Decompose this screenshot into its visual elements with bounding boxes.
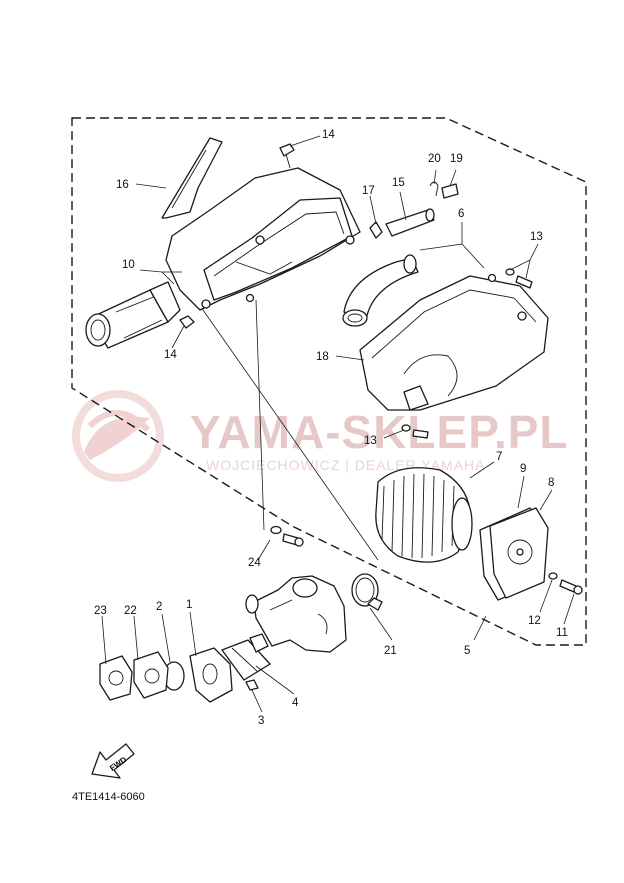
callout-6: 6 xyxy=(458,208,464,220)
hose-clip-17 xyxy=(369,221,383,239)
clip-20 xyxy=(429,181,439,197)
assembly-boundary xyxy=(71,117,587,646)
callout-13-top: 13 xyxy=(530,231,543,243)
hose-clamp-21 xyxy=(351,573,383,611)
screw-13-lower xyxy=(401,424,429,439)
leader-lines xyxy=(101,135,575,713)
filter-cover-8 xyxy=(489,507,549,599)
callout-22: 22 xyxy=(124,605,137,617)
bolt-24 xyxy=(270,525,304,547)
callout-15: 15 xyxy=(392,177,405,189)
callout-1: 1 xyxy=(186,599,192,611)
insulator-22 xyxy=(133,651,169,699)
callout-7: 7 xyxy=(496,451,502,463)
drain-plug-19 xyxy=(441,183,459,199)
callout-16: 16 xyxy=(116,179,129,191)
callout-12: 12 xyxy=(528,615,541,627)
callout-14-left: 14 xyxy=(164,349,177,361)
drain-hose xyxy=(385,208,435,237)
air-filter-element xyxy=(375,467,473,563)
fwd-arrow-icon: FWD xyxy=(91,743,135,779)
callout-11: 11 xyxy=(556,627,568,639)
watermark-logo-icon xyxy=(72,390,164,482)
callout-8: 8 xyxy=(548,477,554,489)
callout-17: 17 xyxy=(362,185,375,197)
callout-14-top: 14 xyxy=(322,129,335,141)
nut-3 xyxy=(245,679,259,691)
watermark-subtitle: WOJCIECHOWICZ | DEALER YAMAHA xyxy=(206,457,485,473)
air-box-leader-line xyxy=(255,299,265,531)
callout-21: 21 xyxy=(384,645,397,657)
callout-2: 2 xyxy=(156,601,162,613)
intake-duct xyxy=(85,281,181,349)
carburetor xyxy=(245,575,347,653)
washer-12 xyxy=(548,572,558,580)
callout-5: 5 xyxy=(464,645,470,657)
gasket-23 xyxy=(99,655,133,701)
callout-labels: 1 2 3 4 5 6 7 8 9 10 11 12 13 13 14 14 1… xyxy=(94,129,568,727)
watermark-title: YAMA-SKLEP.PL xyxy=(190,406,569,458)
intake-manifold-joint xyxy=(221,633,271,681)
watermark: YAMA-SKLEP.PL WOJCIECHOWICZ | DEALER YAM… xyxy=(72,390,569,482)
air-cleaner-case xyxy=(359,273,549,411)
air-box-joint xyxy=(342,254,419,327)
bolt-14-top xyxy=(279,143,295,169)
callout-4: 4 xyxy=(292,697,299,709)
bolt-11 xyxy=(559,579,583,595)
callout-10: 10 xyxy=(122,259,135,271)
callout-9: 9 xyxy=(520,463,526,475)
bolt-14-left xyxy=(179,315,195,329)
callout-24: 24 xyxy=(248,557,261,569)
callout-20: 20 xyxy=(428,153,441,165)
intake-manifold xyxy=(189,647,233,703)
insulator-plate xyxy=(161,137,223,219)
callout-18: 18 xyxy=(316,351,329,363)
diagram-code: 4TE1414-6060 xyxy=(72,791,145,803)
callout-23: 23 xyxy=(94,605,107,617)
callout-19: 19 xyxy=(450,153,463,165)
screw-13-top xyxy=(505,268,533,289)
callout-13-lower: 13 xyxy=(364,435,377,447)
air-box-case xyxy=(165,167,361,311)
hose-clamp-guide-line xyxy=(195,299,379,561)
callout-3: 3 xyxy=(258,715,264,727)
